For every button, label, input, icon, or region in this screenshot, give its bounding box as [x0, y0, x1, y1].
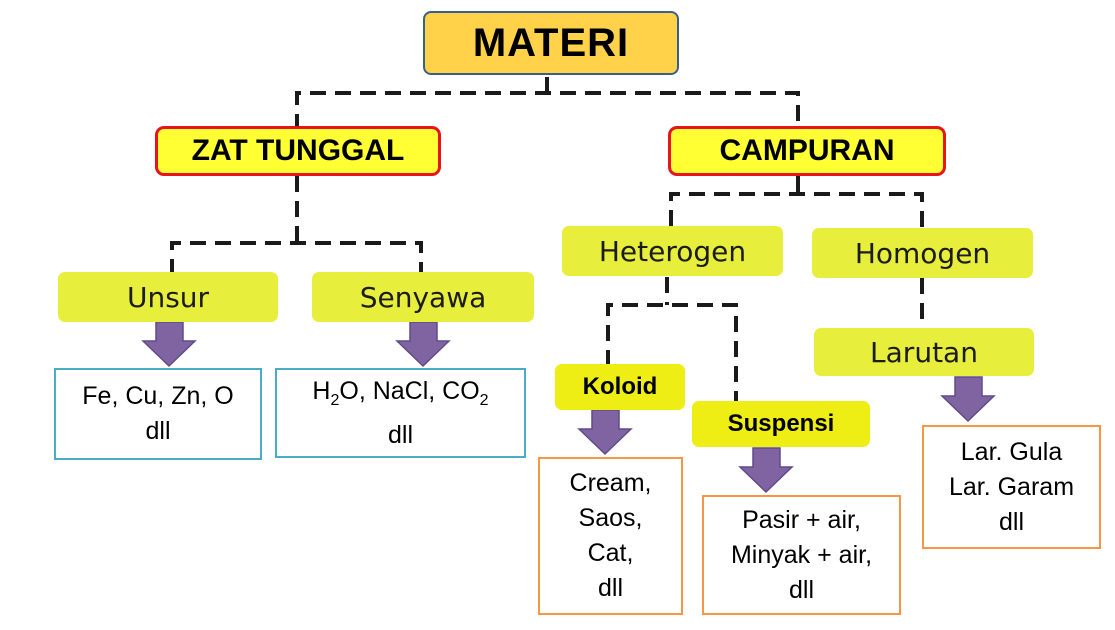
unsur-example-line: Fe, Cu, Zn, O: [82, 382, 234, 410]
larutan-example-line: Lar. Gula: [960, 437, 1063, 466]
subscript-two: 2: [479, 391, 489, 409]
koloid-examples-box: Cream, Saos, Cat, dll: [538, 457, 683, 615]
senyawa-node: Senyawa: [312, 272, 534, 322]
heterogen-node: Heterogen: [562, 226, 783, 276]
subscript-two: 2: [330, 391, 340, 409]
formula-text: O, NaCl, CO: [339, 376, 480, 405]
larutan-node: Larutan: [814, 328, 1034, 376]
senyawa-formula-line: H2O, NaCl, CO2: [312, 374, 488, 418]
senyawa-example-line: dll: [387, 420, 413, 449]
arrow-larutan: [940, 376, 996, 423]
unsur-examples-box: Fe, Cu, Zn, O dll: [54, 368, 262, 460]
koloid-example-line: dll: [597, 574, 623, 602]
larutan-examples-box: Lar. Gula Lar. Garam dll: [922, 425, 1101, 549]
suspensi-examples-box: Pasir + air, Minyak + air, dll: [702, 495, 901, 615]
formula-h: H: [312, 376, 331, 405]
arrow-unsur: [141, 321, 197, 368]
suspensi-example-line: dll: [788, 575, 814, 604]
larutan-example-line: dll: [998, 507, 1024, 536]
larutan-example-line: Lar. Garam: [948, 472, 1075, 501]
connector-materi: [295, 77, 800, 130]
connector-zat-tunggal: [170, 176, 423, 275]
unsur-node: Unsur: [58, 272, 278, 322]
koloid-example-line: Cream,: [569, 469, 652, 497]
homogen-node: Homogen: [812, 228, 1033, 278]
senyawa-examples-box: H2O, NaCl, CO2 dll: [275, 368, 526, 458]
suspensi-example-line: Minyak + air,: [730, 540, 873, 569]
zat-tunggal-node: ZAT TUNGGAL: [155, 126, 441, 176]
connector-campuran: [669, 176, 924, 228]
campuran-node: CAMPURAN: [668, 126, 946, 176]
arrow-senyawa: [395, 321, 451, 368]
connector-heterogen: [606, 277, 738, 403]
koloid-example-line: Cat,: [587, 539, 634, 567]
suspensi-node: Suspensi: [692, 401, 870, 447]
arrow-suspensi: [738, 447, 794, 494]
unsur-example-line: dll: [145, 417, 171, 445]
koloid-node: Koloid: [555, 364, 685, 410]
materi-node: MATERI: [423, 11, 679, 75]
suspensi-example-line: Pasir + air,: [742, 505, 861, 534]
koloid-example-line: Saos,: [578, 504, 643, 532]
arrow-koloid: [577, 409, 633, 456]
